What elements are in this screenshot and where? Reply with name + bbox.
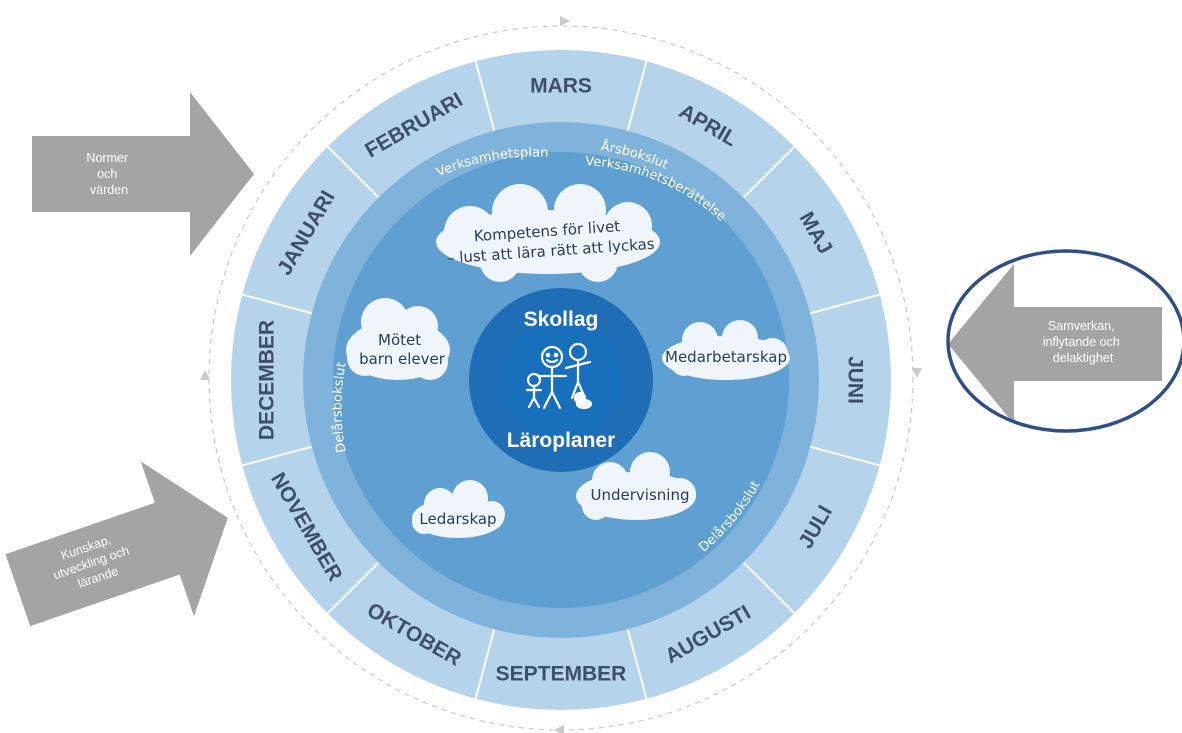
highlight-oval bbox=[946, 249, 1182, 433]
hub-title-top: Skollag bbox=[524, 308, 599, 331]
arrow-normer-line2: och bbox=[97, 167, 117, 181]
arrow-samverkan-line1: Samverkan, bbox=[1048, 319, 1115, 333]
cloud-motet-line1: Mötet bbox=[378, 331, 421, 349]
ring-label-delarsbokslut-left: Delårsbokslut bbox=[330, 361, 349, 454]
svg-text:Mötet barn elever: Mötet barn elever bbox=[359, 331, 446, 368]
cloud-undervisning-text: Undervisning bbox=[591, 486, 690, 504]
month-divider bbox=[474, 60, 496, 132]
kunskap-utveckling-larande-arrow: Kunskap, utveckling och lärande bbox=[5, 461, 228, 627]
arrow-shape bbox=[948, 264, 1162, 424]
month-label-juni: JUNI bbox=[844, 356, 867, 404]
month-label-december: DECEMBER bbox=[256, 320, 279, 440]
month-label-mars: MARS bbox=[530, 75, 592, 98]
month-divider bbox=[474, 628, 496, 700]
svg-text:Normer och värden: Normer och värden bbox=[86, 151, 131, 197]
arrow-samverkan-line3: delaktighet bbox=[1053, 351, 1114, 365]
cycle-arrowhead-icon bbox=[560, 16, 570, 26]
month-divider bbox=[241, 293, 313, 315]
cloud-ledarskap bbox=[412, 480, 505, 538]
month-divider bbox=[241, 445, 313, 467]
month-segment-lines bbox=[241, 60, 881, 700]
cycle-arrowhead-icon bbox=[554, 725, 564, 733]
cloud-undervisning bbox=[576, 452, 696, 520]
month-label-september: SEPTEMBER bbox=[496, 663, 627, 686]
hub-title-bottom: Läroplaner bbox=[507, 429, 616, 452]
cloud-motet-line2: barn elever bbox=[359, 350, 446, 368]
arrow-samverkan-line2: inflytande och bbox=[1043, 335, 1120, 349]
month-divider bbox=[626, 60, 648, 132]
family-stick-figures-icon bbox=[525, 342, 593, 410]
svg-text:Samverkan, inflytande oc: Samverkan, inflytande och delaktighet bbox=[1043, 319, 1124, 365]
month-divider bbox=[742, 145, 796, 199]
month-divider bbox=[809, 293, 881, 315]
cloud-motet bbox=[346, 298, 450, 380]
hub-core bbox=[501, 320, 621, 440]
cloud-medarbetarskap-text: Medarbetarskap bbox=[665, 348, 787, 366]
arrow-normer-line1: Normer bbox=[86, 151, 128, 165]
month-divider bbox=[742, 561, 796, 615]
arrow-shape bbox=[5, 461, 228, 627]
arrow-normer-line3: värden bbox=[90, 183, 128, 197]
cloud-medarbetarskap bbox=[662, 320, 790, 380]
month-divider bbox=[626, 628, 648, 700]
arrow-shape bbox=[32, 92, 254, 256]
samverkan-inflytande-arrow: Samverkan, inflytande och delaktighet bbox=[948, 264, 1162, 424]
month-divider bbox=[326, 145, 380, 199]
cloud-kompetens bbox=[436, 184, 660, 282]
month-divider bbox=[809, 445, 881, 467]
normer-och-varden-arrow: Normer och värden bbox=[32, 92, 254, 256]
cloud-ledarskap-text: Ledarskap bbox=[419, 510, 496, 528]
cycle-arrowhead-icon bbox=[200, 370, 210, 380]
month-divider bbox=[326, 561, 380, 615]
cycle-arrowhead-icon bbox=[912, 368, 922, 378]
